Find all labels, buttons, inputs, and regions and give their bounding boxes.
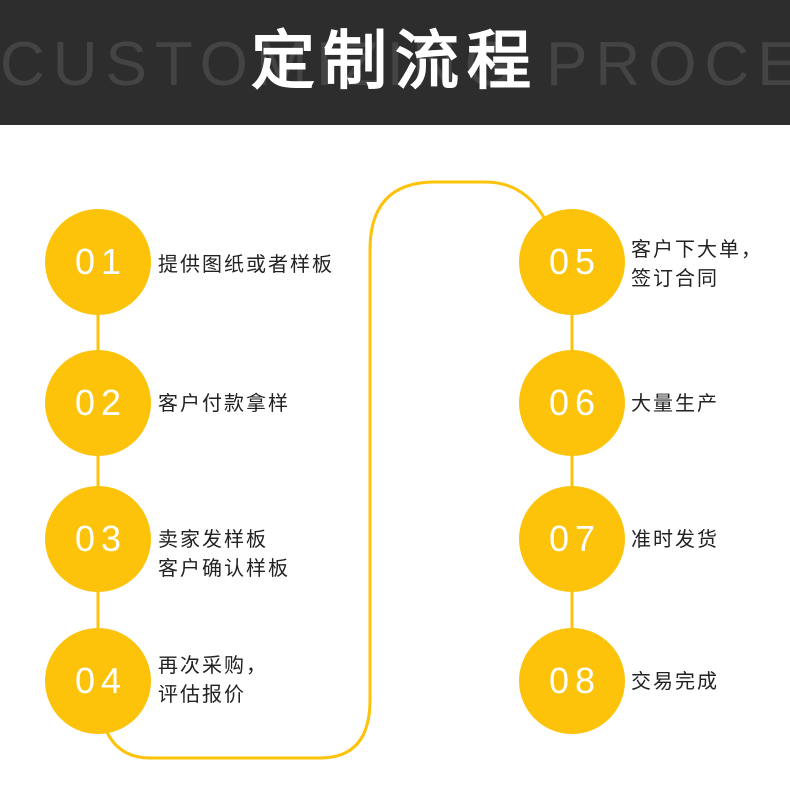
step-label-03: 卖家发样板 客户确认样板 bbox=[158, 525, 290, 583]
step-number: 07 bbox=[548, 518, 602, 559]
page-title: 定制流程 bbox=[251, 25, 539, 99]
step-label-line: 大量生产 bbox=[631, 391, 719, 415]
step-label-04: 再次采购， 评估报价 bbox=[158, 651, 268, 709]
step-label-line: 客户付款拿样 bbox=[158, 391, 290, 415]
step-label-06: 大量生产 bbox=[631, 389, 719, 418]
step-number: 01 bbox=[74, 241, 128, 282]
step-label-line: 卖家发样板 bbox=[158, 527, 268, 551]
step-label-05: 客户下大单， 签订合同 bbox=[631, 235, 763, 293]
step-number: 08 bbox=[548, 660, 602, 701]
step-number: 06 bbox=[548, 382, 602, 423]
step-circle-04: 04 bbox=[45, 628, 151, 734]
step-circle-02: 02 bbox=[45, 350, 151, 456]
step-label-line: 签订合同 bbox=[631, 266, 719, 290]
step-circle-08: 08 bbox=[519, 628, 625, 734]
step-label-line: 准时发货 bbox=[631, 527, 719, 551]
step-circle-03: 03 bbox=[45, 486, 151, 592]
step-number: 03 bbox=[74, 518, 128, 559]
header-banner: CUSTOMIZING PROCESSES 定制流程 bbox=[0, 0, 790, 125]
step-label-line: 提供图纸或者样板 bbox=[158, 252, 334, 276]
step-circle-07: 07 bbox=[519, 486, 625, 592]
step-label-line: 再次采购， bbox=[158, 653, 268, 677]
step-number: 02 bbox=[74, 382, 128, 423]
step-label-line: 交易完成 bbox=[631, 669, 719, 693]
step-label-line: 客户下大单， bbox=[631, 237, 763, 261]
step-label-07: 准时发货 bbox=[631, 525, 719, 554]
step-number: 05 bbox=[548, 241, 602, 282]
step-label-02: 客户付款拿样 bbox=[158, 389, 290, 418]
step-circle-06: 06 bbox=[519, 350, 625, 456]
u-turn-connector bbox=[96, 180, 552, 760]
step-label-08: 交易完成 bbox=[631, 667, 719, 696]
step-label-01: 提供图纸或者样板 bbox=[158, 250, 334, 279]
step-circle-05: 05 bbox=[519, 209, 625, 315]
step-label-line: 评估报价 bbox=[158, 682, 246, 706]
step-number: 04 bbox=[74, 660, 128, 701]
header-background-text: CUSTOMIZING PROCESSES bbox=[0, 30, 790, 99]
step-circle-01: 01 bbox=[45, 209, 151, 315]
step-label-line: 客户确认样板 bbox=[158, 556, 290, 580]
